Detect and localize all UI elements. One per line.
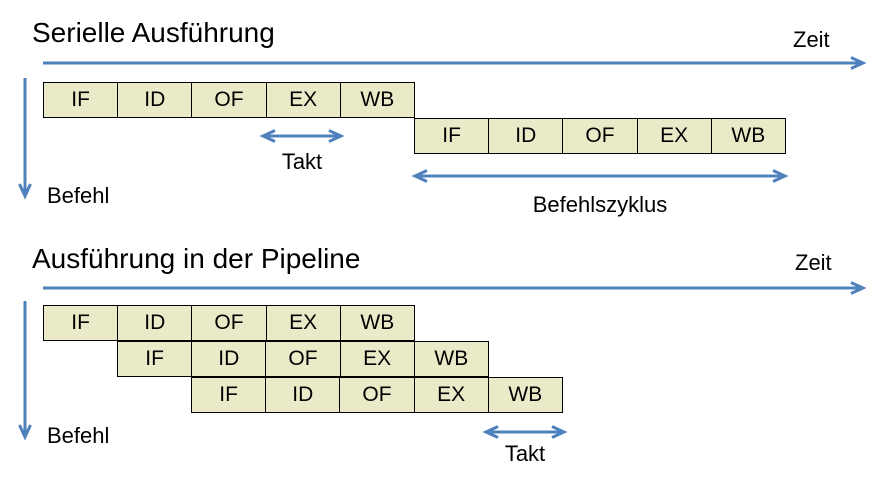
pipeline-stage-cell: OF (191, 82, 267, 118)
pipeline-clock-label: Takt (504, 441, 546, 466)
pipeline-instruction-1-row: IF ID OF EX WB (43, 305, 415, 341)
pipeline-stage-cell: IF (43, 82, 119, 118)
pipeline-time-axis-arrow-icon (43, 281, 867, 295)
pipeline-instruction-2-row: IF ID OF EX WB (117, 341, 489, 377)
pipeline-stage-cell: WB (413, 341, 489, 377)
pipeline-stage-cell: OF (265, 341, 341, 377)
pipeline-stage-cell: ID (117, 305, 193, 341)
pipeline-stage-cell: EX (636, 118, 712, 154)
serial-time-axis-label: Zeit (793, 27, 830, 52)
serial-instruction-axis-label: Befehl (47, 183, 110, 208)
pipeline-stage-cell: ID (117, 82, 193, 118)
pipeline-stage-cell: EX (265, 305, 341, 341)
pipeline-clock-duration-arrow-icon (482, 425, 568, 439)
pipeline-stage-cell: IF (191, 377, 267, 413)
serial-cycle-duration-arrow-icon (411, 169, 789, 183)
serial-time-axis-arrow-icon (43, 56, 867, 70)
pipeline-instruction-axis-label: Befehl (47, 423, 110, 448)
pipeline-time-axis-label: Zeit (795, 250, 832, 275)
pipeline-stage-cell: IF (43, 305, 119, 341)
pipeline-stage-cell: IF (117, 341, 193, 377)
serial-cycle-label: Befehlszyklus (532, 192, 668, 217)
pipeline-stage-cell: WB (339, 82, 415, 118)
pipeline-stage-cell: WB (487, 377, 563, 413)
serial-section-title: Serielle Ausführung (32, 17, 275, 48)
serial-instruction-axis-arrow-icon (18, 78, 32, 200)
pipeline-stage-cell: IF (414, 118, 490, 154)
serial-instruction-2-row: IF ID OF EX WB (414, 118, 786, 154)
serial-clock-duration-arrow-icon (259, 129, 345, 143)
pipeline-stage-cell: OF (191, 305, 267, 341)
pipeline-stage-cell: EX (265, 82, 341, 118)
pipeline-stage-cell: EX (413, 377, 489, 413)
pipeline-stage-cell: EX (339, 341, 415, 377)
pipeline-stage-cell: WB (339, 305, 415, 341)
serial-clock-label: Takt (281, 149, 323, 174)
pipeline-stage-cell: OF (339, 377, 415, 413)
pipeline-stage-cell: OF (562, 118, 638, 154)
pipeline-stage-cell: ID (488, 118, 564, 154)
serial-instruction-1-row: IF ID OF EX WB (43, 82, 415, 118)
pipeline-stage-cell: WB (710, 118, 786, 154)
pipeline-instruction-3-row: IF ID OF EX WB (191, 377, 563, 413)
pipeline-stage-cell: ID (191, 341, 267, 377)
pipeline-instruction-axis-arrow-icon (18, 301, 32, 441)
pipeline-section-title: Ausführung in der Pipeline (32, 243, 361, 274)
pipeline-stage-cell: ID (265, 377, 341, 413)
